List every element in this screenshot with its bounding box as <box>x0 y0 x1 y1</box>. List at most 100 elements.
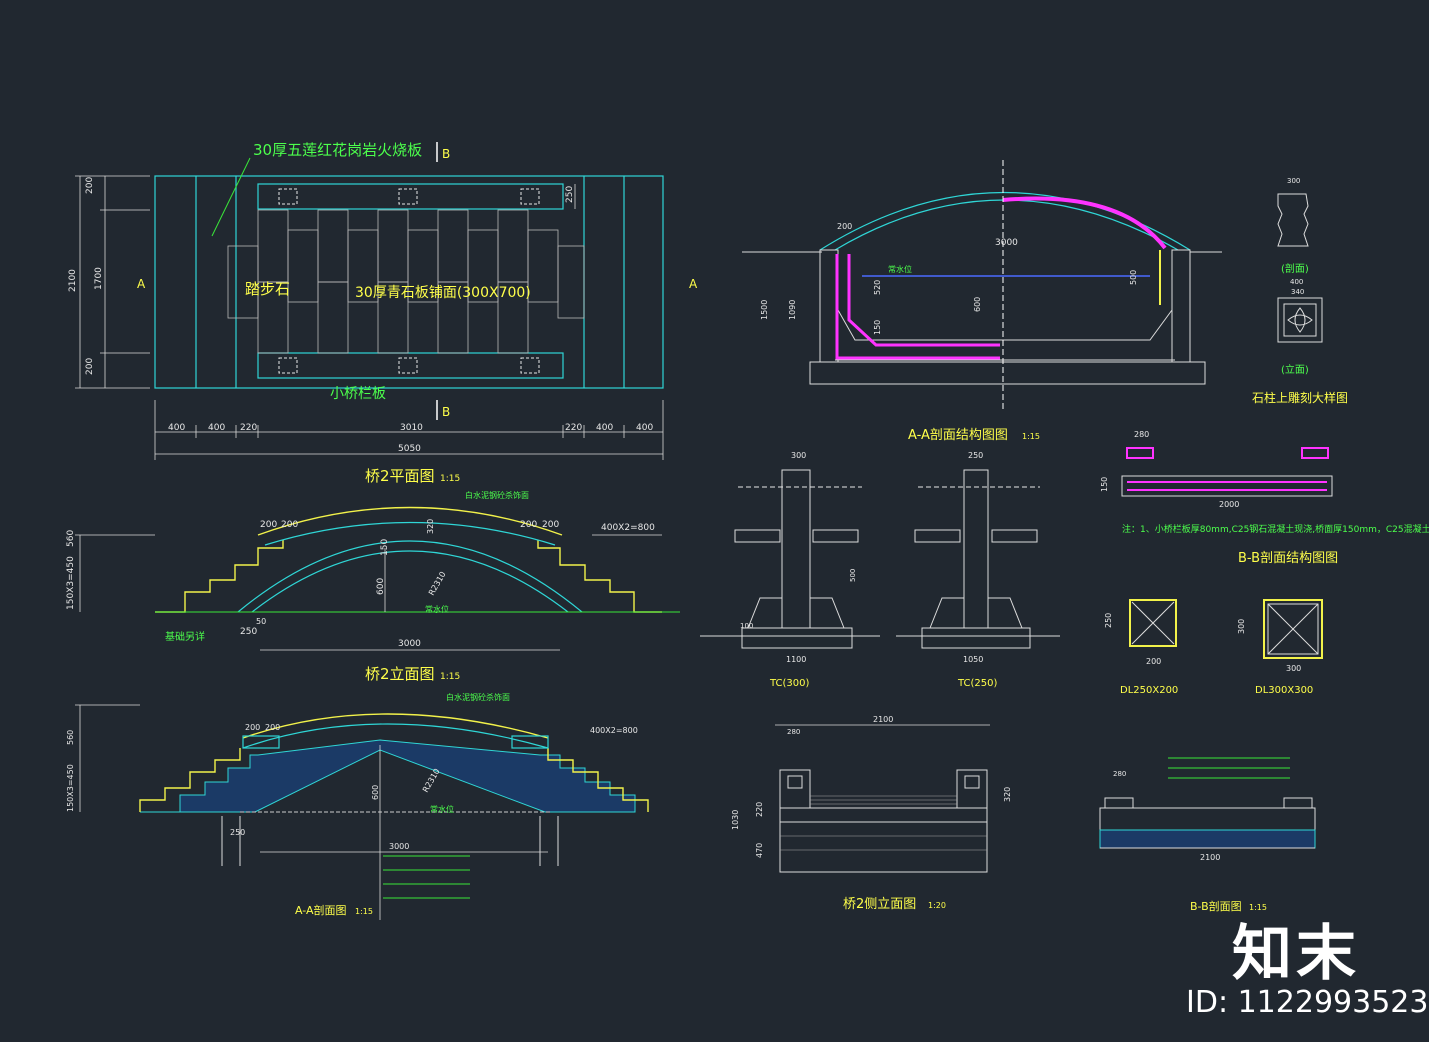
dl300-dim-300: 300 <box>1237 619 1246 634</box>
elev-dim-560: 560 <box>66 530 76 547</box>
bb-dim-280: 280 <box>1134 430 1149 439</box>
plan-outline <box>154 175 664 389</box>
elev-title: 桥2立面图 <box>365 665 435 683</box>
plan-railing-bottom <box>257 352 564 379</box>
bb-dim-2100: 2100 <box>1200 853 1220 862</box>
bb-structure-section: 280 2000 150 注：1、小桥栏板厚80mm,C25钢石混凝土现浇,桥面… <box>1100 430 1429 566</box>
struct-dim-1090: 1090 <box>788 300 797 320</box>
plan-dim-400-c: 400 <box>596 423 613 433</box>
elev-foundation: 基础另详 <box>165 630 205 643</box>
pillar-title: 石柱上雕刻大样图 <box>1252 390 1348 405</box>
struct-dim-200: 200 <box>837 222 852 231</box>
side-dim-1030: 1030 <box>731 810 740 830</box>
dl250-dim-200: 200 <box>1146 657 1161 666</box>
plan-dim-250: 250 <box>565 186 575 203</box>
bb-dim-280b: 280 <box>1113 770 1126 778</box>
dl250-title: DL250X200 <box>1120 685 1178 696</box>
plan-railing-top <box>257 183 564 210</box>
cut-a-right: A <box>689 277 698 291</box>
plan-dim-2100: 2100 <box>68 269 78 292</box>
struct-water-level: 常水位 <box>888 264 912 274</box>
dl250-dim-250: 250 <box>1104 613 1113 628</box>
side-dim-470: 470 <box>755 843 764 858</box>
watermark-brand: 知末 <box>1232 919 1360 989</box>
elev-dim-200-b: 200 <box>281 520 298 530</box>
tc250-dim-1050: 1050 <box>963 655 983 664</box>
elev-dim-200-c: 200 <box>520 520 537 530</box>
tc250-title: TC(250) <box>957 678 997 689</box>
bb-section-view: 2100 280 B-B剖面图 1:15 <box>1099 757 1316 913</box>
side-dim-220: 220 <box>755 802 764 817</box>
elev-scale: 1:15 <box>440 672 460 682</box>
granite-label: 30厚五莲红花岗岩火烧板 <box>253 141 422 159</box>
elev-white-marble: 白水泥钢砼杀饰面 <box>465 490 529 500</box>
aa-title: A-A剖面图 <box>295 903 347 917</box>
pillar-dim-400: 400 <box>1290 278 1303 286</box>
plan-dim-400-d: 400 <box>636 423 653 433</box>
elev-dim-600: 600 <box>376 578 386 595</box>
pillar-dim-300: 300 <box>1287 177 1300 185</box>
bb-dim-150: 150 <box>1100 477 1109 492</box>
aa-structure-section: 3000 1500 1090 520 600 500 150 200 常水位 A… <box>742 160 1222 443</box>
plan-dim-400-b: 400 <box>208 423 225 433</box>
pillar-dim-340: 340 <box>1291 288 1304 296</box>
dl300-section: 300 300 DL300X300 <box>1237 599 1323 696</box>
elev-dim-50: 50 <box>256 617 266 626</box>
side-elevation-view: 2100 280 1030 470 220 320 桥2侧立面图 1:20 <box>731 715 1012 912</box>
side-title: 桥2侧立面图 <box>843 897 916 912</box>
bb-note: 注：1、小桥栏板厚80mm,C25钢石混凝土现浇,桥面厚150mm，C25混凝土… <box>1122 523 1429 535</box>
struct-dim-520: 520 <box>873 280 882 295</box>
elev-dim-450: 150X3=450 <box>66 556 76 610</box>
tc300-dim-100: 100 <box>740 622 753 630</box>
side-scale: 1:20 <box>928 901 946 910</box>
plan-paving-pattern <box>227 209 585 354</box>
aa-struct-scale: 1:15 <box>1022 432 1040 441</box>
side-dim-320: 320 <box>1003 787 1012 802</box>
side-dim-280: 280 <box>787 728 800 736</box>
plan-dim-200-bottom: 200 <box>85 358 95 375</box>
bb-struct-title: B-B剖面结构图图 <box>1238 551 1338 566</box>
bridge-elevation-view: 白水泥钢砼杀饰面 基础另详 常水位 R2310 560 150X3=450 20… <box>66 490 680 683</box>
elev-dim-3000: 3000 <box>398 639 421 649</box>
plan-title: 桥2平面图 <box>365 467 435 485</box>
tc300-dim-300: 300 <box>791 451 806 460</box>
plan-dim-220-a: 220 <box>240 423 257 433</box>
aa-dim-3000: 3000 <box>389 842 409 851</box>
aa-dim-200-b: 200 <box>265 723 280 732</box>
struct-dim-150: 150 <box>873 320 882 335</box>
cut-b-bottom: B <box>442 405 450 419</box>
aa-dim-200-a: 200 <box>245 723 260 732</box>
elev-dim-800: 400X2=800 <box>601 523 655 533</box>
aa-struct-title: A-A剖面结构图图 <box>908 428 1008 443</box>
elev-dim-200-d: 200 <box>542 520 559 530</box>
plan-dim-3010: 3010 <box>400 423 423 433</box>
bridge-plan-view: 30厚五莲红花岗岩火烧板 踏步石 30厚青石板铺面(300X700) 小桥栏板 … <box>68 141 698 485</box>
plan-dim-200-top: 200 <box>85 177 95 194</box>
aa-radius: R2310 <box>421 767 442 794</box>
bb-scale: 1:15 <box>1249 903 1267 912</box>
plan-dim-5050: 5050 <box>398 444 421 454</box>
tc300-title: TC(300) <box>769 678 809 689</box>
elev-dim-200-a: 200 <box>260 520 277 530</box>
side-dim-2100: 2100 <box>873 715 893 724</box>
tc300-footing: 300 1100 100 500 TC(300) <box>700 451 880 689</box>
elev-dim-150: 150 <box>380 539 390 556</box>
stepstone-label: 踏步石 <box>245 280 290 298</box>
aa-dim-450: 150X3=450 <box>66 764 75 812</box>
plan-dim-220-b: 220 <box>565 423 582 433</box>
aa-dim-800: 400X2=800 <box>590 726 638 735</box>
elev-dim-250: 250 <box>240 627 257 637</box>
elev-dim-320: 320 <box>426 519 435 534</box>
plan-dim-1700: 1700 <box>94 267 104 290</box>
pillar-section-label: (剖面) <box>1281 262 1309 275</box>
struct-dim-500: 500 <box>1129 270 1138 285</box>
aa-dim-600: 600 <box>371 785 380 800</box>
elev-water-level: 常水位 <box>425 604 449 614</box>
aa-water-level: 常水位 <box>430 804 454 814</box>
bb-title: B-B剖面图 <box>1190 899 1242 913</box>
dl300-title: DL300X300 <box>1255 685 1313 696</box>
bb-dim-2000: 2000 <box>1219 500 1239 509</box>
tc300-dim-1100: 1100 <box>786 655 806 664</box>
pillar-carving-detail: (剖面) 300 400 340 (立面) 石柱上雕刻大样图 <box>1252 177 1348 405</box>
